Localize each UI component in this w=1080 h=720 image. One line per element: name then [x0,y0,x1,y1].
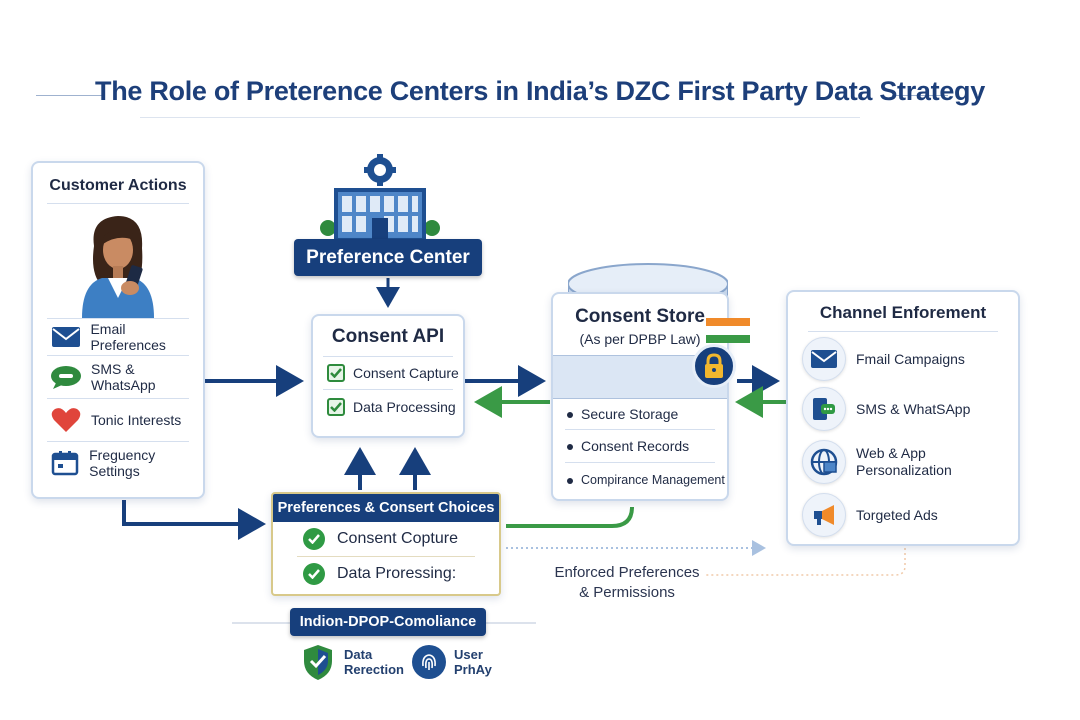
channel-label: Web & App Personalization [856,445,952,478]
preference-choice-item: Data Proressing: [337,565,457,582]
channel-enforcement-card: Channel Enforement Fmail Campaigns SMS &… [786,290,1020,546]
list-item: Consent Copture [273,522,499,556]
globe-window-icon [802,440,846,484]
customer-actions-list: Email Preferences SMS & WhatsApp Tonic I… [33,318,203,484]
consent-store-item: Compirance Management [581,473,725,487]
customer-actions-card: Customer Actions Email Preferences SMS [31,161,205,499]
list-item: Secure Storage [553,399,727,429]
consent-api-item: Data Processing [353,399,456,415]
customer-actions-heading: Customer Actions [49,177,187,194]
preferences-choices-card: Preferences & Consert Choices Consent Co… [271,492,501,596]
consent-store-item: Secure Storage [581,406,679,422]
consent-store-card: Consent Store (As per DPBP Law) Secure S… [551,292,729,501]
lock-icon [692,344,736,388]
customer-actions-divider [47,203,189,204]
list-item[interactable]: Web & App Personalization [788,434,1018,490]
list-item[interactable]: SMS & WhatSApp [788,384,1018,434]
building-gear-icon [318,154,442,242]
enforcement-dotted-return [706,548,906,576]
user-privacy-line1: User [454,647,483,662]
list-item: Consent Capture [313,357,463,389]
consent-api-card: Consent API Consent Capture Data Process… [311,314,465,438]
customer-action-label: Freguency Settings [89,447,156,479]
check-circle-icon [303,563,325,585]
envelope-icon [802,337,846,381]
list-item[interactable]: Torgeted Ads [788,490,1018,540]
user-privacy-item: User PrhAy [412,640,512,684]
calendar-icon [49,450,81,476]
consent-store-item: Consent Records [581,438,690,454]
list-item: Data Proressing: [273,557,499,591]
phone-chat-icon [802,387,846,431]
channel-enforcement-heading: Channel Enforement [819,303,987,322]
enforced-note-line1: Enforced Preferences [554,564,700,581]
fingerprint-icon [412,645,446,679]
user-privacy-line2: PrhAy [454,662,492,677]
consent-api-heading: Consent API [331,326,445,347]
list-item[interactable]: Email Preferences [33,319,203,355]
list-item: Consent Records [553,430,727,462]
data-protection-line2: Rerection [344,662,404,677]
consent-store-subheading: (As per DPBP Law) [579,331,701,347]
customer-action-label: Email Preferences [90,321,166,353]
arrow-customer-to-choices [122,500,266,540]
consent-api-item: Consent Capture [353,365,459,381]
check-circle-icon [303,528,325,550]
arrow-store-to-choices [506,506,634,528]
preference-choice-item: Consent Copture [337,530,458,547]
enforced-preferences-note: Enforced Preferences & Permissions [530,563,724,603]
checkbox-icon [327,364,345,382]
channel-label: Torgeted Ads [856,507,938,523]
title-rule-right [892,95,948,96]
india-flag-icon [706,318,750,344]
heart-icon [49,407,83,433]
preference-center-button[interactable]: Preference Center [294,239,482,276]
customer-action-label: Tonic Interests [91,412,182,428]
customer-illustration [33,208,203,318]
enforced-note-line2: & Permissions [579,584,675,601]
list-item: Compirance Management [553,463,727,497]
list-item[interactable]: Tonic Interests [33,399,203,441]
title-rule-left [36,95,104,96]
data-protection-line1: Data [344,647,373,662]
list-item[interactable]: Freguency Settings [33,442,203,484]
compliance-badge: Indion-DPOP-Comoliance [290,608,486,636]
preferences-choices-heading: Preferences & Consert Choices [273,494,499,522]
checkbox-icon [327,398,345,416]
list-item: Data Processing [313,390,463,424]
channel-label: SMS & WhatSApp [856,401,971,417]
envelope-icon [49,325,82,349]
consent-store-heading: Consent Store [575,306,705,327]
chat-bubble-icon [49,364,83,390]
list-item[interactable]: SMS & WhatsApp [33,356,203,398]
megaphone-icon [802,493,846,537]
title-underline [140,117,860,118]
list-item[interactable]: Fmail Campaigns [788,334,1018,384]
page-title: The Role of Preterence Centers in India’… [95,76,985,106]
customer-action-label: SMS & WhatsApp [90,361,156,393]
data-protection-item: Data Rerection [300,640,410,684]
shield-check-icon [300,642,336,682]
channel-label: Fmail Campaigns [856,351,965,367]
